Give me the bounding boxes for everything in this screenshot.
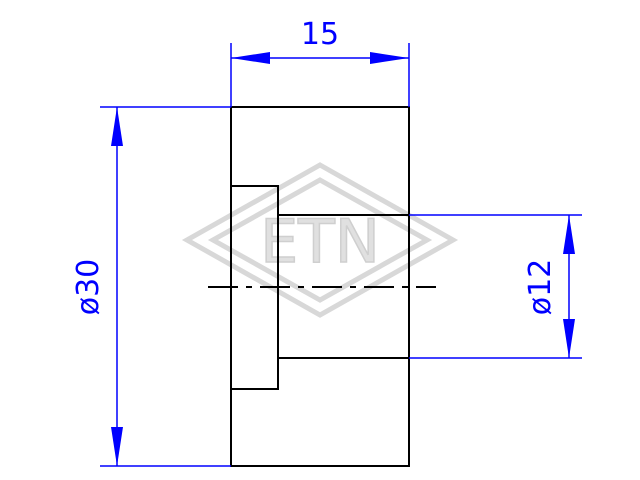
watermark-logo: ETN	[181, 162, 459, 318]
arrowhead-left	[231, 52, 270, 64]
bore-diameter-dimension: ø12	[409, 214, 582, 359]
arrowhead-right	[370, 52, 409, 64]
outer-diameter-label: ø30	[71, 259, 106, 316]
width-dimension: 15	[230, 17, 410, 107]
arrowhead-bore-top	[563, 215, 575, 254]
width-dimension-label: 15	[301, 17, 339, 52]
arrowhead-top	[111, 107, 123, 146]
bore-diameter-label: ø12	[523, 259, 558, 316]
arrowhead-bore-bottom	[563, 319, 575, 358]
watermark-text: ETN	[260, 207, 379, 277]
outer-diameter-dimension: ø30	[71, 106, 231, 467]
arrowhead-bottom	[111, 427, 123, 466]
